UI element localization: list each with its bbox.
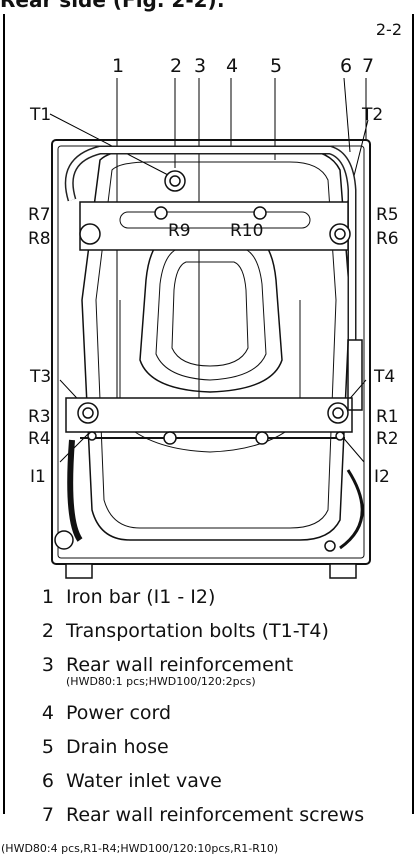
lower-reinforcement-plate: [65, 397, 353, 439]
legend-subtext: (HWD80:1 pcs;HWD100/120:2pcs): [66, 675, 256, 688]
legend-number: 5: [41, 736, 54, 758]
machine-feet: [65, 563, 357, 579]
label-r6: R6: [376, 229, 399, 249]
hoses: [64, 145, 364, 550]
legend-item: 4 Power cord: [22, 702, 414, 736]
label-t3: T3: [29, 367, 51, 387]
bolts-and-screws: [54, 170, 351, 552]
machine-body: [51, 139, 371, 565]
label-r10: R10: [230, 221, 263, 241]
label-r7: R7: [28, 205, 51, 225]
callout-number-5: 5: [270, 55, 282, 77]
callout-number-1: 1: [112, 55, 124, 77]
label-i1: I1: [30, 467, 46, 487]
legend-number: 4: [41, 702, 54, 724]
label-r1: R1: [376, 407, 399, 427]
figure-number: 2-2: [375, 20, 402, 39]
legend-text-block: Rear wall reinforcement (HWD80:1 pcs;HWD…: [66, 654, 293, 688]
legend-number: 2: [41, 620, 54, 642]
label-i2: I2: [374, 467, 390, 487]
label-r3: R3: [28, 407, 51, 427]
parts-legend: 1 Iron bar (I1 - I2) 2 Transportation bo…: [22, 586, 414, 838]
legend-text: Power cord: [66, 702, 172, 724]
callout-number-4: 4: [226, 55, 238, 77]
callout-number-6: 6: [340, 55, 352, 77]
frame-border-left: [3, 14, 5, 814]
callout-number-2: 2: [170, 55, 182, 77]
legend-item: 7 Rear wall reinforcement screws: [22, 804, 414, 838]
washer-rear-diagram: 1 2 3 4 5 6 7: [28, 55, 399, 579]
legend-item: 5 Drain hose: [22, 736, 414, 770]
label-t2: T2: [361, 105, 383, 125]
label-r9: R9: [168, 221, 191, 241]
legend-item: 1 Iron bar (I1 - I2): [22, 586, 414, 620]
legend-text: Transportation bolts (T1-T4): [66, 620, 329, 642]
frame-border-right: [412, 14, 414, 814]
legend-number: 6: [41, 770, 54, 792]
legend-number: 3: [41, 654, 54, 676]
legend-item: 3 Rear wall reinforcement (HWD80:1 pcs;H…: [22, 654, 414, 702]
callout-number-7: 7: [362, 55, 374, 77]
legend-text: Water inlet vave: [66, 770, 222, 792]
label-r5: R5: [376, 205, 399, 225]
screws-footnote: (HWD80:4 pcs,R1-R4;HWD100/120:10pcs,R1-R…: [1, 842, 279, 855]
section-heading: Rear side (Fig. 2-2):: [0, 0, 225, 12]
label-r8: R8: [28, 229, 51, 249]
legend-text: Rear wall reinforcement screws: [66, 804, 365, 826]
upper-reinforcement-plate: [79, 201, 349, 251]
label-t1: T1: [29, 105, 51, 125]
label-t4: T4: [373, 367, 395, 387]
legend-item: 6 Water inlet vave: [22, 770, 414, 804]
legend-text: Iron bar (I1 - I2): [66, 586, 216, 608]
legend-number: 1: [41, 586, 54, 608]
legend-text: Drain hose: [66, 736, 169, 758]
legend-number: 7: [41, 804, 54, 826]
callout-number-3: 3: [194, 55, 206, 77]
label-r2: R2: [376, 429, 399, 449]
legend-text: Rear wall reinforcement: [66, 654, 294, 676]
label-r4: R4: [28, 429, 51, 449]
legend-item: 2 Transportation bolts (T1-T4): [22, 620, 414, 654]
